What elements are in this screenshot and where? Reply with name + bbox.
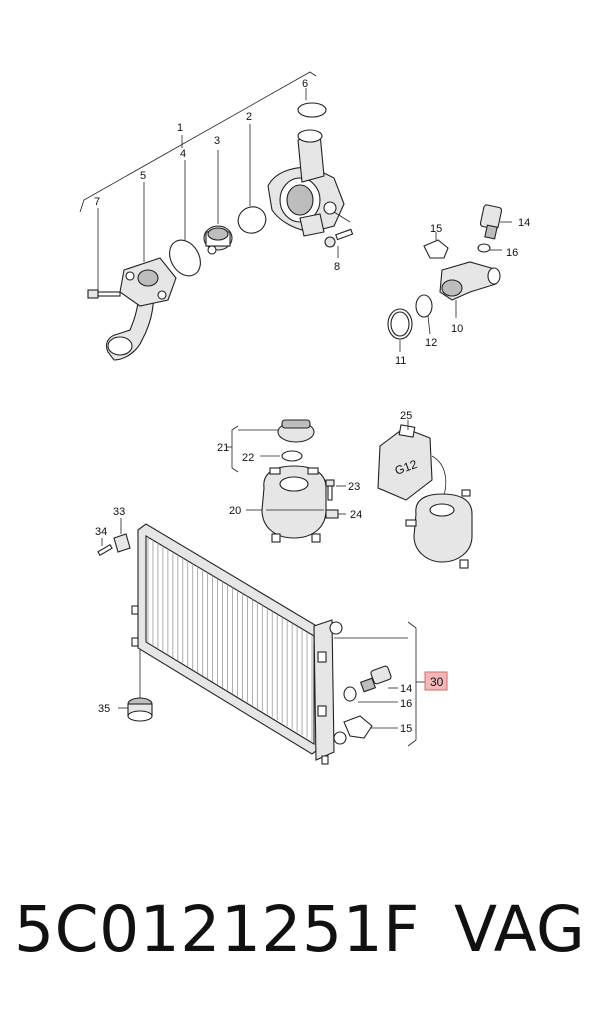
callout-34: 34 (95, 526, 107, 538)
callout-21: 21 (217, 442, 229, 454)
clip-24 (325, 509, 339, 519)
brand-name: VAG (454, 893, 586, 966)
expansion-tank-20 (261, 465, 327, 543)
highlighted-part-box[interactable] (424, 671, 448, 691)
thermostat-3 (203, 225, 233, 255)
thermostat-housing (267, 129, 345, 237)
callout-35: 35 (98, 703, 110, 715)
callout-25: 25 (400, 410, 412, 422)
filler-cap-21 (277, 419, 315, 443)
callout-7: 7 (94, 196, 100, 208)
radiator-sensor-14 (359, 665, 392, 693)
flange-sensor-group: 15 14 16 10 12 11 (387, 204, 530, 367)
radiator-group: 30 33 34 35 14 16 15 (95, 506, 448, 765)
seal-2 (237, 206, 267, 234)
callout-12: 12 (425, 337, 437, 349)
callout-2: 2 (246, 111, 252, 123)
rubber-mount-35 (127, 650, 153, 722)
callout-radiator-15: 15 (400, 723, 412, 735)
seal-22 (281, 450, 303, 462)
coolant-outlet-pipe (105, 257, 177, 361)
bolt-34 (97, 544, 113, 556)
callout-4: 4 (180, 148, 186, 160)
gasket-15 (423, 239, 449, 259)
o-ring-12 (415, 294, 433, 318)
callout-radiator-16: 16 (400, 698, 412, 710)
radiator-gasket-15 (343, 715, 373, 739)
callout-14: 14 (518, 217, 530, 229)
callout-3: 3 (214, 135, 220, 147)
radiator-seal-16 (343, 686, 357, 702)
bolt-7 (87, 289, 121, 299)
callout-30: 30 (430, 675, 444, 689)
callout-23: 23 (348, 481, 360, 493)
seal-16 (477, 243, 491, 253)
bolt-23 (325, 479, 335, 501)
part-number: 5C0121251F (14, 893, 420, 966)
footer: 5C0121251F VAG (14, 893, 594, 973)
callout-8: 8 (334, 261, 340, 273)
callout-5: 5 (140, 170, 146, 182)
expansion-tank-filled (405, 489, 473, 569)
callout-20: 20 (229, 505, 241, 517)
expansion-tank-group: G12 21 22 20 23 24 25 (217, 410, 473, 569)
o-ring-4 (169, 239, 201, 277)
thermostat-housing-group: 1 2 3 4 5 6 7 8 (79, 71, 354, 361)
mount-33 (113, 533, 131, 553)
ring-6 (297, 102, 327, 118)
callout-11: 11 (395, 355, 406, 367)
flange-10 (439, 261, 501, 301)
coolant-bottle-25: G12 (377, 424, 447, 501)
callout-6: 6 (302, 78, 308, 90)
callout-24: 24 (350, 509, 362, 521)
callout-10: 10 (451, 323, 463, 335)
bolt-8 (324, 228, 354, 248)
callout-1: 1 (177, 122, 183, 134)
callout-33: 33 (113, 506, 125, 518)
callout-16: 16 (506, 247, 518, 259)
callout-15: 15 (430, 223, 442, 235)
radiator (131, 523, 347, 765)
radiator-fins (147, 537, 313, 741)
callout-22: 22 (242, 452, 254, 464)
callout-radiator-14: 14 (400, 683, 412, 695)
temperature-sensor-14 (479, 204, 503, 240)
